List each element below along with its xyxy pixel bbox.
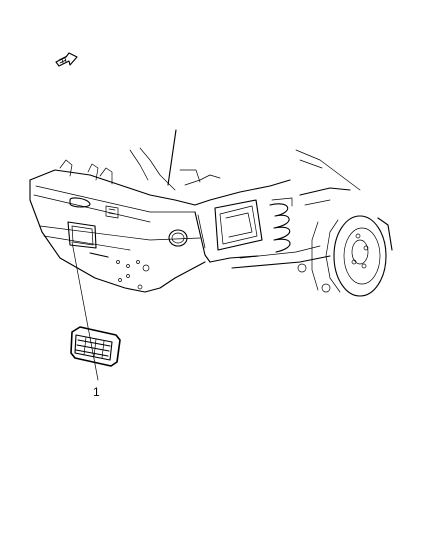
vehicle-body-illustration: [29, 129, 393, 297]
callout-label-1: 1: [93, 385, 100, 399]
front-arrow-icon: [55, 52, 78, 67]
vent-grille: [70, 326, 121, 367]
leader-line: [71, 241, 99, 381]
